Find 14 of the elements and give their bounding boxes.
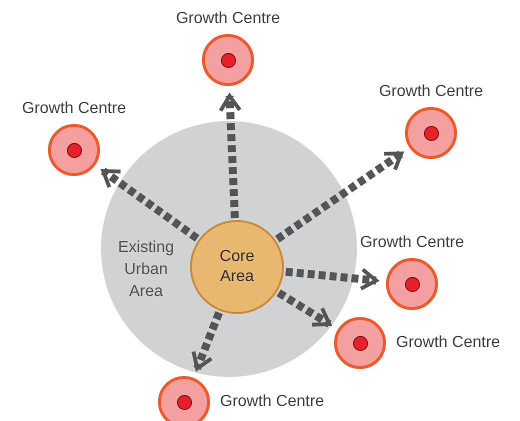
arrow [285,268,378,291]
growth-centre-label: Growth Centre [176,9,280,29]
arrow [276,289,332,328]
core-label: Core Area [218,247,256,287]
growth-centre-label: Growth Centre [22,99,126,119]
arrow [100,168,200,242]
arrow [192,311,223,370]
growth-centre-label: Growth Centre [396,333,500,353]
area-label: Existing Urban Area [116,238,176,302]
growth-centre-label: Growth Centre [220,392,324,412]
growth-centre-label: Growth Centre [378,82,484,102]
growth-centre-label: Growth Centre [360,233,464,253]
arrow [275,150,404,242]
arrow [218,94,242,218]
